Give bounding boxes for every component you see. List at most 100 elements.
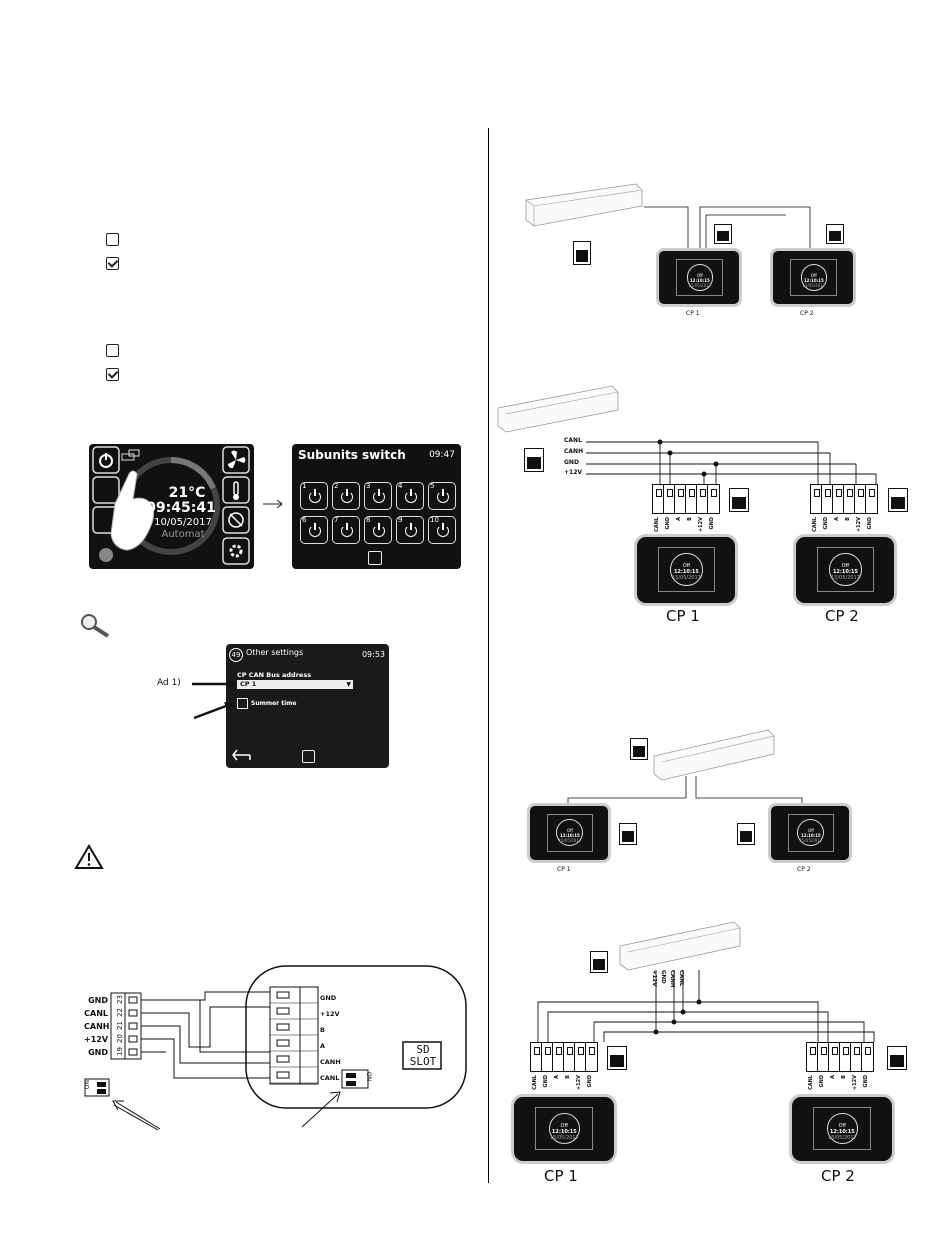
other-settings-screen: 49 Other settings 09:53 CP CAN Bus addre… [226,644,389,768]
subunit-tile-5[interactable]: 5 [428,482,456,510]
terminal-cell [851,1043,862,1071]
terminal-slot [276,1071,290,1079]
subunit-tile-10[interactable]: 10 [428,516,456,544]
terminal-label: GND [863,1075,869,1088]
bus-label: GND [564,459,579,466]
terminal-screw [534,1047,540,1055]
dip-lever [739,497,746,509]
right-pin-3: A [320,1042,326,1050]
panel-mode: Off [566,828,573,834]
dip-lever [599,959,605,970]
terminal-cell [653,485,664,513]
dip-lever [622,831,628,842]
dip-lever [534,457,541,469]
dip-lever [527,457,534,469]
cp-label: CP 1 [666,607,700,625]
terminal-screw [578,1047,584,1055]
panel-mode: Off [682,563,691,570]
power-icon [437,525,449,537]
terminal-cell [697,485,708,513]
cp-label: CP 2 [821,1167,855,1185]
panel-date: 15/05/2017 [830,575,860,582]
terminal-screw [656,489,662,497]
home-button[interactable] [368,551,382,565]
dip-lever [740,831,746,842]
screen-time: 09:47 [429,450,455,460]
power-icon [309,491,321,503]
summer-time-checkbox[interactable] [237,698,248,709]
subunit-tile-1[interactable]: 1 [300,482,328,510]
power-stem [346,489,348,496]
subunit-number: 4 [398,482,403,490]
subunit-number: 7 [334,516,339,524]
panel-date: 15/05/2017 [558,838,582,844]
left-pin-3: +12V [84,1035,109,1044]
address-label: CP CAN Bus address [237,671,312,679]
dip-switch-icon [630,738,648,760]
power-icon [405,525,417,537]
settings-title: Other settings [246,648,304,657]
right-pin-1: +12V [320,1010,340,1018]
terminal-label: B [845,517,851,521]
terminal-label: +12V [856,517,862,533]
cp-label: CP 1 [544,1167,578,1185]
magnifier-icon [81,614,110,638]
subunit-tile-9[interactable]: 9 [396,516,424,544]
dip-switch-icon [737,823,755,845]
panel-time: 12:10:15 [800,833,821,839]
left-pin-number-3: 20 [116,1034,124,1043]
dip-switch-icon [729,488,749,512]
temperature-value: 21°C [168,485,206,501]
terminal-label: A [834,517,840,521]
terminal-label: +12V [852,1075,858,1091]
subunit-tile-2[interactable]: 2 [332,482,360,510]
power-stem [442,523,444,530]
dip-lever [891,497,898,509]
power-icon [341,491,353,503]
power-icon [405,491,417,503]
power-icon [92,446,120,474]
left-pin-number-1: 22 [116,1008,124,1017]
dip-lever [835,231,841,241]
terminal-label: A [554,1075,560,1079]
sd-slot-line2: SLOT [409,1055,437,1068]
right-pin-0: GND [320,994,337,1002]
wiring-diagram [84,965,467,1131]
dip-switch-icon [573,241,591,265]
terminal-slot [128,1048,138,1056]
terminal-screw [678,489,684,497]
terminal-cell [664,485,675,513]
address-select[interactable]: CP 1 ▼ [237,680,353,689]
subunit-tile-6[interactable]: 6 [300,516,328,544]
terminal-slot [276,1055,290,1063]
panel-date: 15/05/2017 [802,282,826,288]
terminal-slot [276,1007,290,1015]
mode-value: Automat [161,529,205,540]
terminal-screw [858,489,864,497]
dip-lever [829,231,835,241]
terminal-cell [807,1043,818,1071]
panel-time: 12:10:15 [689,277,710,283]
terminal-slot [276,991,290,999]
back-icon[interactable] [232,748,252,762]
summer-time-label: Summer time [251,700,297,707]
terminal-label: CANL [532,1075,538,1090]
subunit-tile-8[interactable]: 8 [364,516,392,544]
checkbox-checked-icon [106,257,119,270]
home-button[interactable] [302,750,315,763]
dip-lever [582,250,588,262]
subunit-tile-4[interactable]: 4 [396,482,424,510]
power-icon [373,525,385,537]
subunit-tile-3[interactable]: 3 [364,482,392,510]
power-stem [442,489,444,496]
bus-label-vertical: GND [660,970,666,984]
chevron-down-icon: ▼ [346,681,351,688]
subunit-tile-7[interactable]: 7 [332,516,360,544]
